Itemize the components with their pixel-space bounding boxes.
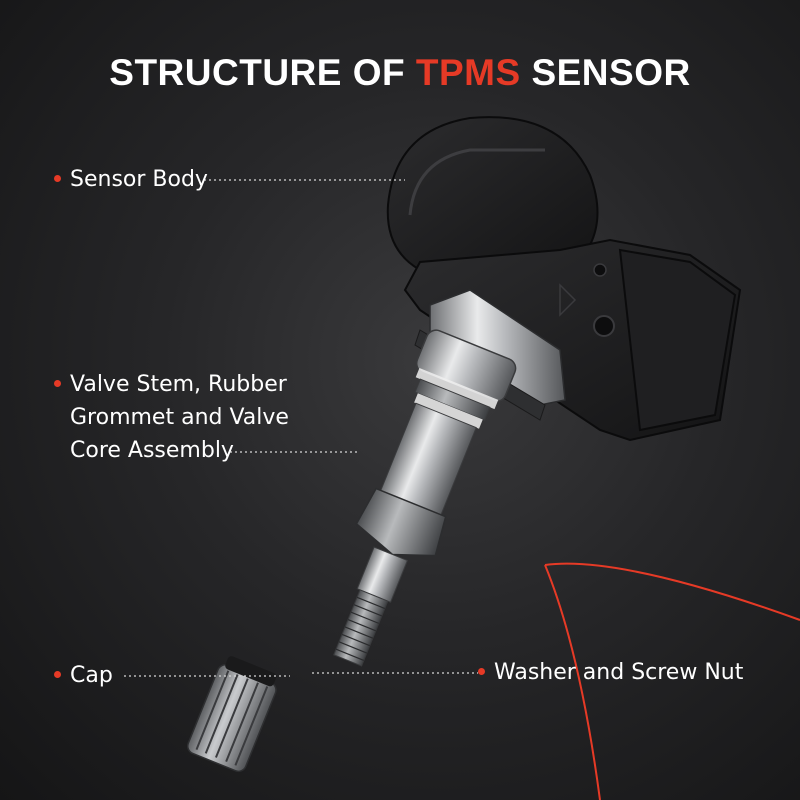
bullet-dot — [478, 667, 485, 675]
leader-lines — [124, 179, 478, 677]
title-part2: SENSOR — [520, 52, 691, 93]
bullet-dot — [54, 670, 61, 678]
cap-shape — [186, 656, 277, 773]
bullet-dot — [54, 174, 61, 182]
sensor-body-shape — [386, 116, 742, 442]
label-valve-stem: Valve Stem, Rubber Grommet and Valve Cor… — [54, 368, 289, 467]
accent-arc-2 — [544, 564, 601, 800]
label-sensor-body: Sensor Body — [54, 163, 208, 196]
title-accent: TPMS — [415, 52, 521, 93]
label-washer-nut: Washer and Screw Nut — [478, 656, 743, 689]
label-cap: Cap — [54, 659, 113, 692]
bullet-dot — [54, 379, 61, 387]
accent-arc — [544, 562, 800, 621]
valve-stem-shape — [333, 329, 517, 667]
page-title: STRUCTURE OF TPMS SENSOR — [0, 52, 800, 94]
title-part1: STRUCTURE OF — [109, 52, 416, 93]
